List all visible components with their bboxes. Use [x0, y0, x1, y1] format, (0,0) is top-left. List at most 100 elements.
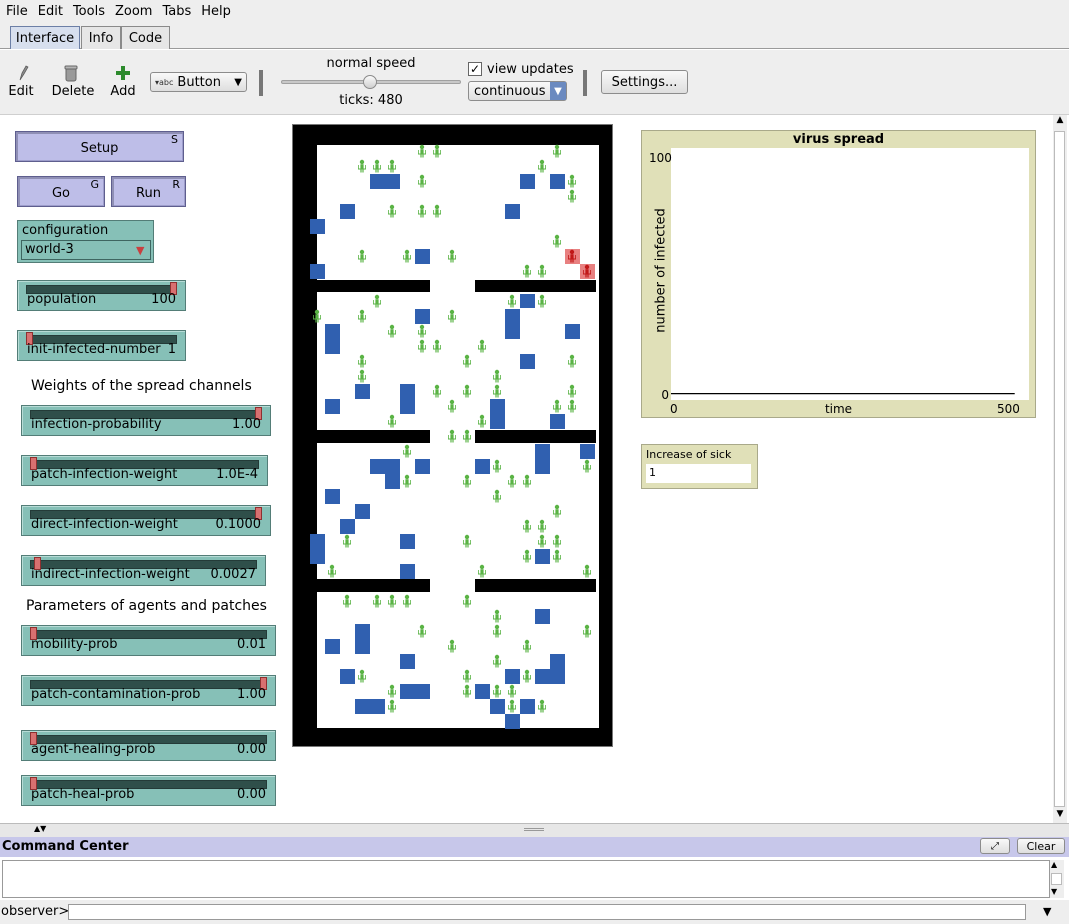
- slider-value: 1.00: [237, 687, 266, 702]
- observer-prompt[interactable]: observer>: [1, 904, 70, 919]
- slider-thumb[interactable]: [170, 282, 177, 295]
- menu-tabs[interactable]: Tabs: [162, 3, 192, 19]
- healthy-agent: [493, 459, 501, 473]
- go-button[interactable]: Go G: [17, 176, 105, 207]
- scroll-up-icon[interactable]: ▲: [1056, 115, 1064, 125]
- contaminated-patch: [520, 294, 535, 308]
- command-output[interactable]: [2, 860, 1050, 898]
- slider-thumb[interactable]: [255, 507, 262, 520]
- speed-slider-thumb[interactable]: [363, 75, 377, 89]
- world-view[interactable]: [292, 124, 613, 747]
- healthy-agent: [448, 429, 456, 443]
- contaminated-patch: [550, 174, 565, 189]
- expand-icon[interactable]: ⤢: [980, 838, 1010, 854]
- indirect-infection-weight-slider[interactable]: indirect-infection-weight 0.0027: [21, 555, 266, 586]
- interface-scrollbar[interactable]: ▲ ▼: [1053, 115, 1067, 823]
- setup-shortcut-key: S: [171, 133, 178, 146]
- healthy-agent: [418, 174, 426, 188]
- slider-thumb[interactable]: [260, 677, 267, 690]
- healthy-agent: [568, 174, 576, 188]
- monitor-label: Increase of sick: [646, 448, 732, 461]
- slider-thumb[interactable]: [30, 457, 37, 470]
- agent-healing-prob-slider[interactable]: agent-healing-prob 0.00: [21, 730, 276, 761]
- chevron-down-icon[interactable]: ▼: [1043, 905, 1052, 918]
- menu-help[interactable]: Help: [201, 3, 231, 19]
- healthy-agent: [358, 159, 366, 173]
- command-center-title: Command Center: [2, 839, 129, 854]
- menu-zoom[interactable]: Zoom: [114, 3, 153, 19]
- chevron-down-icon: ▼: [550, 82, 566, 100]
- edit-label[interactable]: Edit: [8, 84, 34, 99]
- update-mode-dropdown[interactable]: continuous ▼: [468, 81, 567, 101]
- init-infected-number-slider[interactable]: init-infected-number 1: [17, 330, 186, 361]
- infected-agent: [568, 249, 576, 263]
- menu-tools[interactable]: Tools: [72, 3, 105, 19]
- slider-label: patch-heal-prob: [31, 787, 135, 802]
- infected-agent: [583, 264, 591, 278]
- widget-type-dropdown[interactable]: ▾abc Button ▼: [150, 72, 247, 92]
- split-divider[interactable]: ▲▼: [0, 823, 1069, 837]
- slider-thumb[interactable]: [30, 777, 37, 790]
- y-min-label: 0: [661, 388, 669, 402]
- scroll-down-icon[interactable]: ▼: [1051, 887, 1058, 896]
- plus-icon[interactable]: [115, 65, 131, 81]
- delete-label[interactable]: Delete: [51, 84, 95, 99]
- drag-handle-icon[interactable]: [524, 828, 544, 831]
- patch-contamination-prob-slider[interactable]: patch-contamination-prob 1.00: [21, 675, 276, 706]
- configuration-chooser[interactable]: configuration world-3 ▼: [17, 220, 154, 263]
- scrollbar-thumb[interactable]: [1051, 873, 1062, 885]
- contaminated-patch: [355, 699, 385, 714]
- scrollbar-thumb[interactable]: [1054, 131, 1065, 807]
- tab-info[interactable]: Info: [81, 26, 121, 49]
- slider-label: agent-healing-prob: [31, 742, 156, 757]
- healthy-agent: [583, 459, 591, 473]
- direct-infection-weight-slider[interactable]: direct-infection-weight 0.1000: [21, 505, 271, 536]
- healthy-agent: [448, 399, 456, 413]
- healthy-agent: [343, 534, 351, 548]
- healthy-agent: [463, 684, 471, 698]
- healthy-agent: [583, 624, 591, 638]
- scroll-up-icon[interactable]: ▲: [1051, 860, 1058, 869]
- healthy-agent: [463, 354, 471, 368]
- patch-infection-weight-slider[interactable]: patch-infection-weight 1.0E-4: [21, 455, 268, 486]
- healthy-agent: [493, 369, 501, 383]
- healthy-agent: [538, 294, 546, 308]
- healthy-agent: [403, 594, 411, 608]
- settings-button[interactable]: Settings...: [601, 70, 688, 94]
- menu-edit[interactable]: Edit: [37, 3, 63, 19]
- clear-button[interactable]: Clear: [1017, 838, 1065, 854]
- chooser-value[interactable]: world-3: [21, 240, 151, 260]
- collapse-arrows-icon[interactable]: ▲▼: [34, 824, 47, 833]
- run-button[interactable]: Run R: [111, 176, 186, 207]
- tab-interface[interactable]: Interface: [10, 26, 80, 49]
- setup-button[interactable]: Setup S: [15, 131, 184, 162]
- contaminated-patch: [520, 354, 535, 369]
- update-mode-value: continuous: [474, 83, 546, 99]
- add-label[interactable]: Add: [110, 84, 136, 99]
- contaminated-patch: [355, 384, 370, 399]
- virus-spread-plot: virus spread 100 0 0 500 time number of …: [641, 130, 1036, 418]
- tab-code[interactable]: Code: [121, 26, 170, 49]
- menu-file[interactable]: File: [6, 3, 28, 19]
- slider-thumb[interactable]: [255, 407, 262, 420]
- population-slider[interactable]: population 100: [17, 280, 186, 311]
- slider-thumb[interactable]: [30, 732, 37, 745]
- slider-thumb[interactable]: [34, 557, 41, 570]
- healthy-agent: [313, 309, 321, 323]
- healthy-agent: [403, 249, 411, 263]
- command-input[interactable]: [68, 904, 1026, 920]
- patch-heal-prob-slider[interactable]: patch-heal-prob 0.00: [21, 775, 276, 806]
- output-scrollbar[interactable]: ▲ ▼: [1050, 860, 1064, 898]
- slider-thumb[interactable]: [26, 332, 33, 345]
- slider-label: patch-contamination-prob: [31, 687, 201, 702]
- slider-thumb[interactable]: [30, 627, 37, 640]
- view-updates-checkbox[interactable]: ✓: [468, 62, 482, 76]
- infection-probability-slider[interactable]: infection-probability 1.00: [21, 405, 271, 436]
- contaminated-patch: [505, 714, 520, 729]
- x-axis-label: time: [824, 402, 853, 416]
- contaminated-patch: [535, 609, 550, 624]
- trash-icon[interactable]: [64, 64, 78, 82]
- mobility-prob-slider[interactable]: mobility-prob 0.01: [21, 625, 276, 656]
- scroll-down-icon[interactable]: ▼: [1056, 809, 1064, 819]
- healthy-agent: [583, 564, 591, 578]
